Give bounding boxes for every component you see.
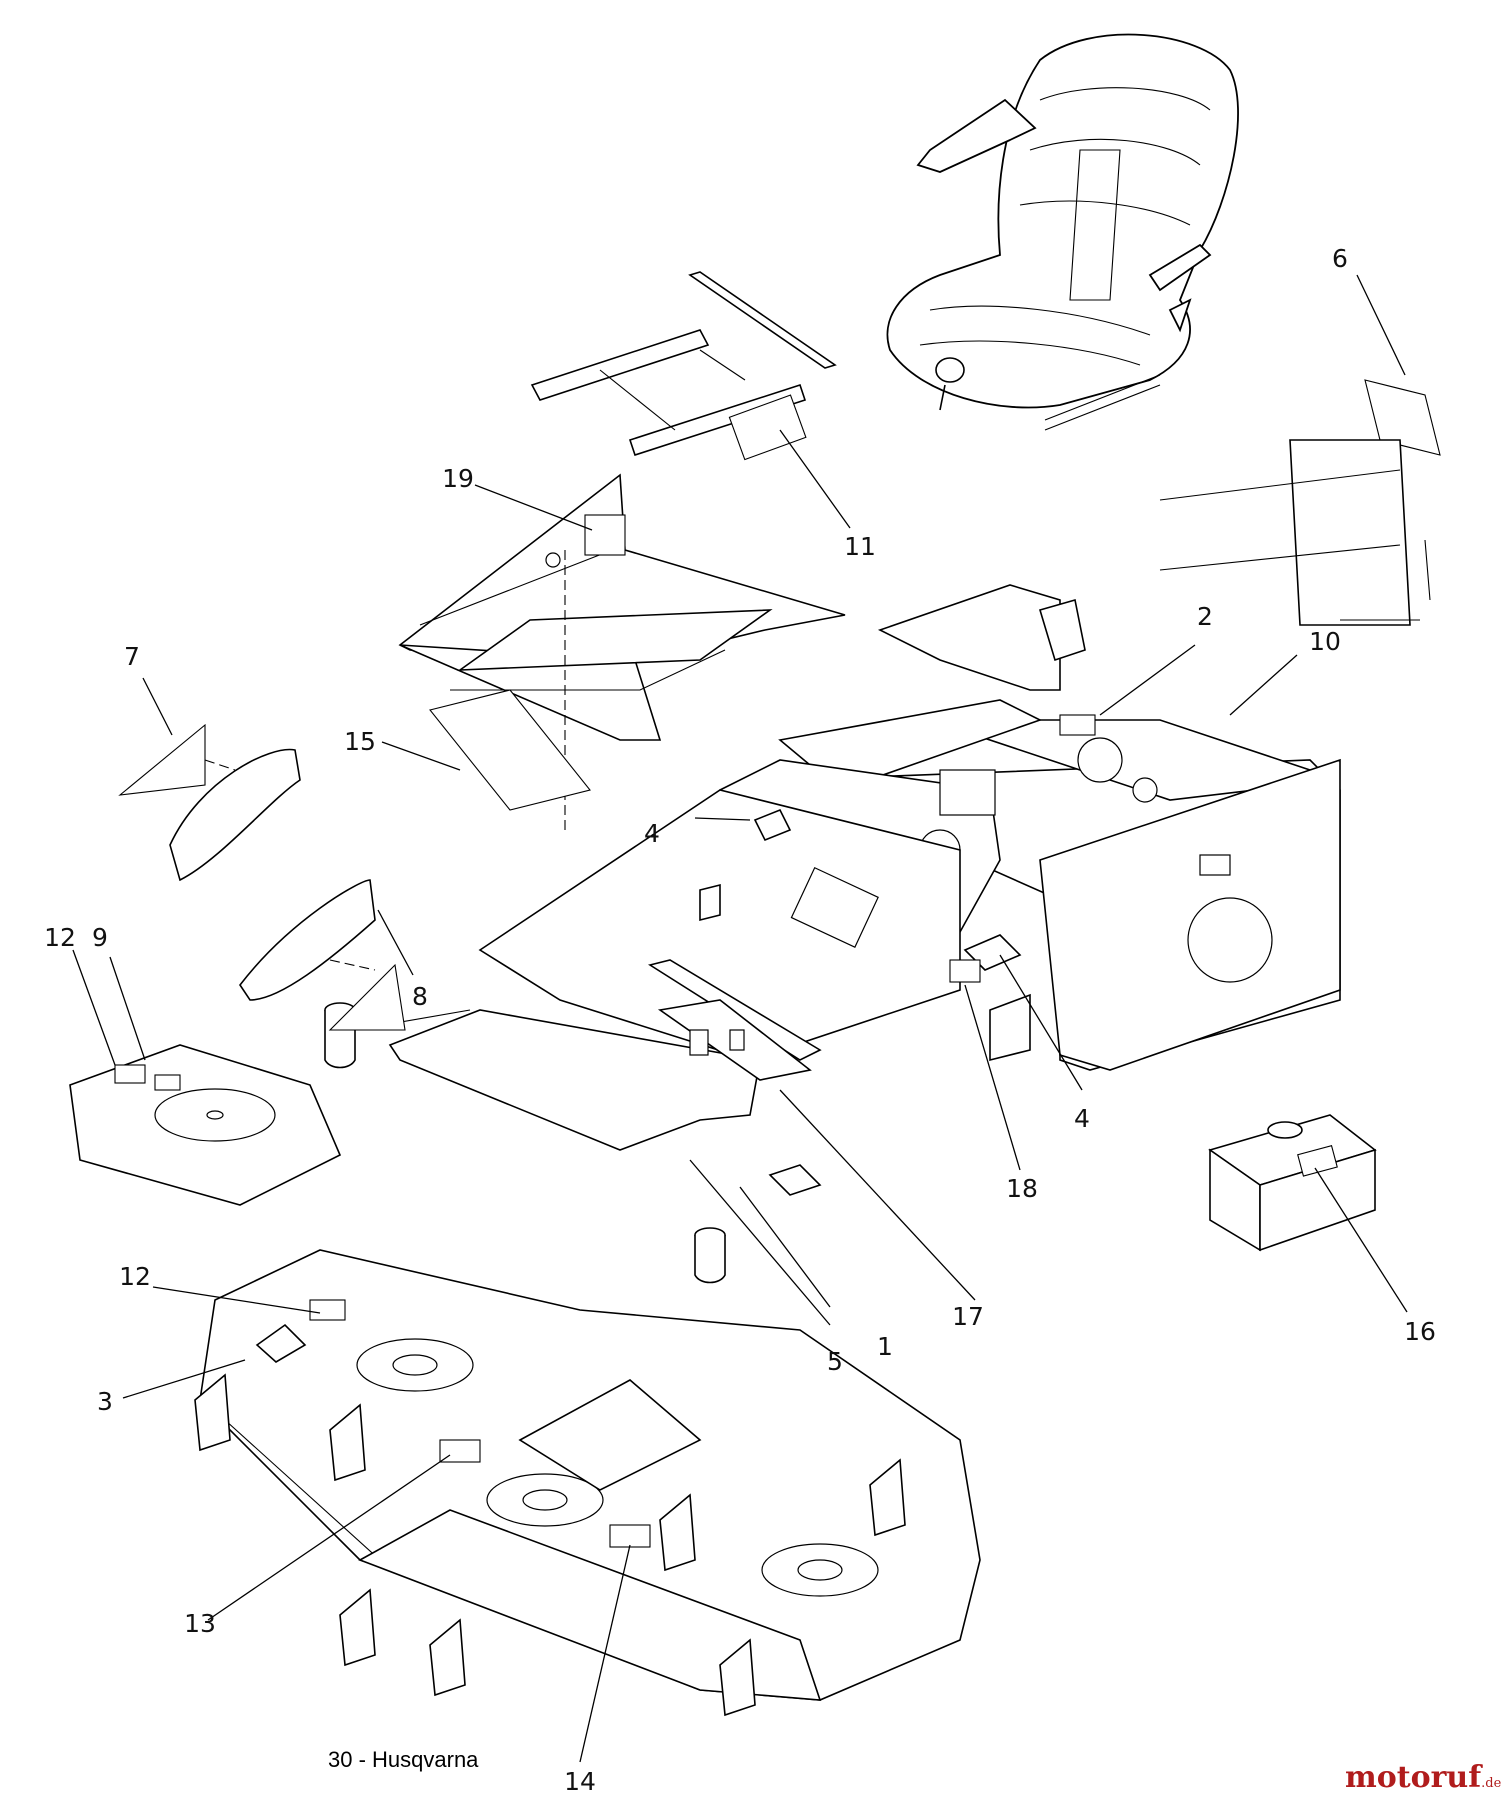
mower-deck	[194, 1249, 981, 1717]
callout-5: 5	[827, 1347, 843, 1376]
callout-4a: 4	[644, 819, 660, 848]
callout-10: 10	[1309, 627, 1341, 656]
seat-mounting-frame	[530, 271, 837, 461]
callout-15: 15	[344, 727, 376, 756]
callout-8: 8	[412, 982, 428, 1011]
callout-9: 9	[92, 923, 108, 952]
callout-3: 3	[97, 1387, 113, 1416]
callout-12b: 12	[119, 1262, 151, 1291]
callout-13: 13	[184, 1609, 216, 1638]
belt-cover	[69, 1044, 342, 1206]
side-shields	[118, 723, 406, 1031]
callout-14: 14	[564, 1767, 596, 1796]
seat-bracket	[1159, 379, 1441, 626]
callout-1: 1	[877, 1332, 893, 1361]
watermark-logo: motoruf.de	[1345, 1760, 1501, 1795]
callout-17: 17	[952, 1302, 984, 1331]
callout-7: 7	[124, 642, 140, 671]
floor-pan	[398, 473, 846, 830]
watermark-brand: motoruf	[1345, 1760, 1482, 1795]
callout-2: 2	[1197, 602, 1213, 631]
callout-numbers: 1 2 3 4 4 5 6 7 8 9 10 11 12 12 13 14 15…	[44, 244, 1436, 1796]
callout-16: 16	[1404, 1317, 1436, 1346]
page-caption: 30 - Husqvarna	[328, 1747, 479, 1772]
callout-19: 19	[442, 464, 474, 493]
callout-11: 11	[844, 532, 876, 561]
fuel-tank	[1208, 1114, 1377, 1252]
seat	[886, 33, 1239, 431]
main-chassis	[324, 584, 1341, 1284]
watermark-tld: .de	[1481, 1776, 1502, 1791]
callout-4b: 4	[1074, 1104, 1090, 1133]
callout-6: 6	[1332, 244, 1348, 273]
callout-12a: 12	[44, 923, 76, 952]
callout-18: 18	[1006, 1174, 1038, 1203]
callout-leaders	[72, 274, 1408, 1763]
